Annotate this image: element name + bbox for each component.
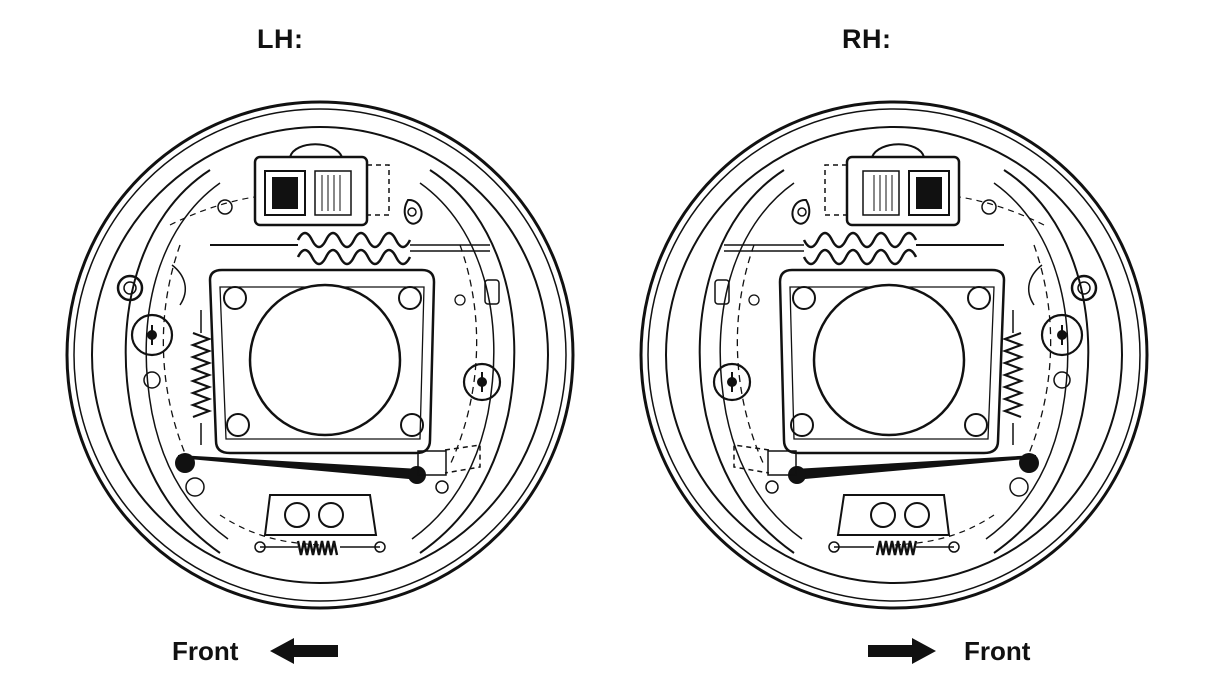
rh-brake-assembly-diagram bbox=[639, 100, 1149, 610]
lh-label: LH: bbox=[257, 24, 304, 54]
rh-front-text: Front bbox=[964, 635, 1031, 666]
lh-front-text: Front bbox=[172, 635, 239, 666]
arrow-left-icon bbox=[270, 638, 339, 664]
lh-brake-assembly-diagram bbox=[65, 100, 575, 610]
arrow-right-icon bbox=[868, 638, 936, 664]
rh-front-indicator: Front bbox=[866, 632, 1030, 670]
rh-label: RH: bbox=[842, 24, 892, 54]
lh-front-indicator: Front bbox=[172, 632, 340, 670]
